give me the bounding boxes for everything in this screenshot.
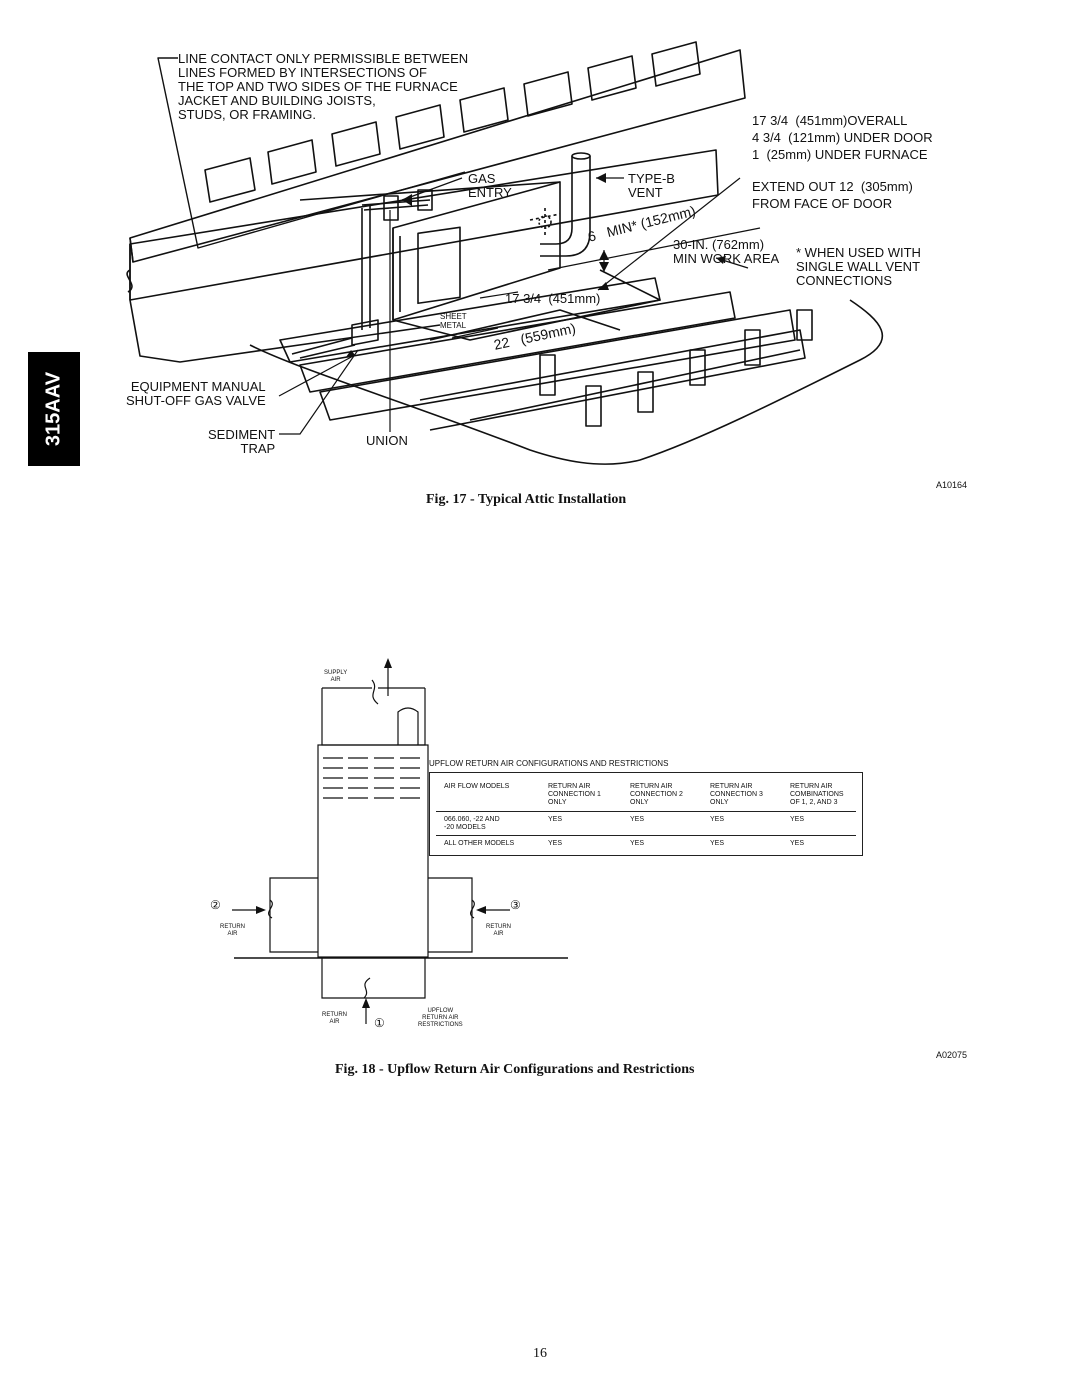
- table-cell: YES: [710, 816, 725, 823]
- table-header-cell: RETURN AIR CONNECTION 2 ONLY: [630, 783, 683, 806]
- connection-3-marker: ③: [510, 898, 521, 912]
- table-header-cell: RETURN AIR CONNECTION 1 ONLY: [548, 783, 601, 806]
- return-air-right-label: RETURN AIR: [486, 924, 511, 937]
- supply-air-label: SUPPLY AIR: [324, 670, 348, 683]
- table-cell: YES: [548, 840, 563, 847]
- table-cell: YES: [630, 840, 645, 847]
- gas-entry-label: GAS ENTRY: [468, 171, 512, 200]
- table-rule: [436, 811, 856, 812]
- upflow-restrictions-label: UPFLOW RETURN AIR RESTRICTIONS: [418, 1008, 463, 1028]
- return-air-bottom-label: RETURN AIR: [322, 1012, 347, 1025]
- table-cell: YES: [790, 816, 805, 823]
- table-cell: YES: [548, 816, 563, 823]
- table-header-cell: AIR FLOW MODELS: [444, 783, 510, 790]
- union-label: UNION: [366, 433, 408, 448]
- type-b-vent-label: TYPE-B VENT: [628, 171, 675, 200]
- table-rule: [436, 835, 856, 836]
- extend-out-note: EXTEND OUT 12 (305mm) FROM FACE OF DOOR: [752, 179, 913, 211]
- page-number: 16: [533, 1346, 547, 1361]
- table-cell: ALL OTHER MODELS: [444, 840, 515, 847]
- shut-off-valve-label: EQUIPMENT MANUAL SHUT-OFF GAS VALVE: [126, 379, 266, 408]
- table-header-cell: RETURN AIR CONNECTION 3 ONLY: [710, 783, 763, 806]
- single-wall-vent-note: * WHEN USED WITH SINGLE WALL VENT CONNEC…: [796, 245, 921, 288]
- side-tab: 315AAV: [28, 352, 80, 466]
- return-air-left-label: RETURN AIR: [220, 924, 245, 937]
- table-header-cell: RETURN AIR COMBINATIONS OF 1, 2, AND 3: [790, 783, 844, 806]
- table-title: UPFLOW RETURN AIR CONFIGURATIONS AND RES…: [429, 759, 669, 768]
- table-cell: YES: [790, 840, 805, 847]
- table-cell: YES: [630, 816, 645, 823]
- return-air-table: AIR FLOW MODELS RETURN AIR CONNECTION 1 …: [429, 772, 863, 856]
- overall-dimension-note: 17 3/4 (451mm)OVERALL 4 3/4 (121mm) UNDE…: [752, 113, 933, 162]
- connection-2-marker: ②: [210, 898, 221, 912]
- sheet-metal-label: SHEET METAL: [440, 312, 467, 330]
- connection-1-marker: ①: [374, 1016, 385, 1030]
- work-area-label: 30-IN. (762mm) MIN WORK AREA: [673, 237, 780, 266]
- depth-dimension-label: 17 3/4 (451mm): [505, 291, 601, 306]
- fig18-code: A02075: [936, 1050, 968, 1060]
- fig18-caption: Fig. 18 - Upflow Return Air Configuratio…: [335, 1062, 695, 1077]
- sediment-trap-label: SEDIMENT TRAP: [208, 427, 276, 456]
- fig17-caption: Fig. 17 - Typical Attic Installation: [426, 492, 627, 507]
- table-cell: 066.060, -22 AND -20 MODELS: [444, 816, 500, 831]
- line-contact-note: LINE CONTACT ONLY PERMISSIBLE BETWEEN LI…: [178, 51, 469, 122]
- fig17-code: A10164: [936, 480, 968, 490]
- table-cell: YES: [710, 840, 725, 847]
